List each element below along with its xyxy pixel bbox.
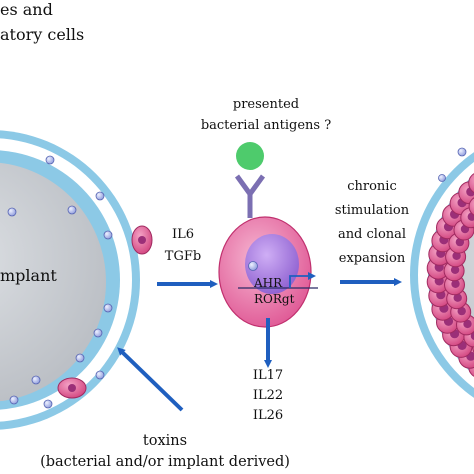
- toxins-label: toxins: [142, 433, 188, 449]
- bacterium: [95, 370, 105, 380]
- output-il22: IL22: [252, 388, 284, 403]
- clonal-t-cell: [468, 197, 474, 216]
- left-immune-cell: [57, 377, 87, 399]
- bacterial-antigen: [236, 142, 264, 170]
- bacterium: [438, 174, 446, 182]
- cytokine-tgfb: TGFb: [164, 249, 202, 264]
- bacterium: [7, 207, 17, 217]
- bacterium: [75, 353, 85, 363]
- bacterium: [457, 147, 467, 157]
- bacterium: [103, 303, 113, 313]
- output-il26: IL26: [252, 408, 284, 423]
- t-cell-receptor: [234, 174, 266, 218]
- toxins-arrow: [117, 347, 184, 412]
- chronic-line-3: and clonal: [337, 227, 407, 242]
- ahr-label: AHR: [254, 276, 283, 290]
- t-cell-nucleus: [245, 234, 299, 294]
- bacterium: [31, 375, 41, 385]
- bacterium: [67, 205, 77, 215]
- chronic-line-1: chronic: [347, 179, 397, 194]
- bacterium: [43, 399, 53, 409]
- right-implant-group: [410, 147, 474, 398]
- bacterium: [9, 395, 19, 405]
- transcription-arrow: [289, 272, 316, 288]
- bacterium: [95, 191, 105, 201]
- right-bacteria: [438, 147, 467, 182]
- clonal-cell-cluster: [426, 173, 474, 377]
- top-label-line-2: atory cells: [0, 25, 85, 44]
- bacteria-cluster-left: [7, 155, 113, 409]
- bacterium: [93, 328, 103, 338]
- bacterium-in-cell: [248, 261, 258, 271]
- chronic-line-2: stimulation: [334, 203, 410, 218]
- cytokine-il6: IL6: [171, 227, 195, 242]
- bacterium: [103, 230, 113, 240]
- presented-label-1: presented: [232, 97, 300, 112]
- top-label-line-1: es and: [0, 0, 53, 19]
- antigen-receptor-group: [234, 142, 266, 218]
- output-il17: IL17: [252, 368, 284, 383]
- left-immune-cell: [131, 225, 153, 255]
- clonal-t-cell: [468, 173, 474, 194]
- left-implant-group: [0, 130, 153, 430]
- toxins-source-label: (bacterial and/or implant derived): [40, 454, 290, 470]
- implant-label: mplant: [0, 266, 57, 285]
- central-t-cell: [218, 216, 318, 328]
- presented-label-2: bacterial antigens ?: [200, 118, 332, 133]
- bacterium: [45, 155, 55, 165]
- flow-arrows: [117, 278, 402, 412]
- chronic-line-4: expansion: [338, 251, 406, 266]
- rorgt-label: RORgt: [254, 292, 295, 306]
- left-implant-body: [0, 162, 106, 402]
